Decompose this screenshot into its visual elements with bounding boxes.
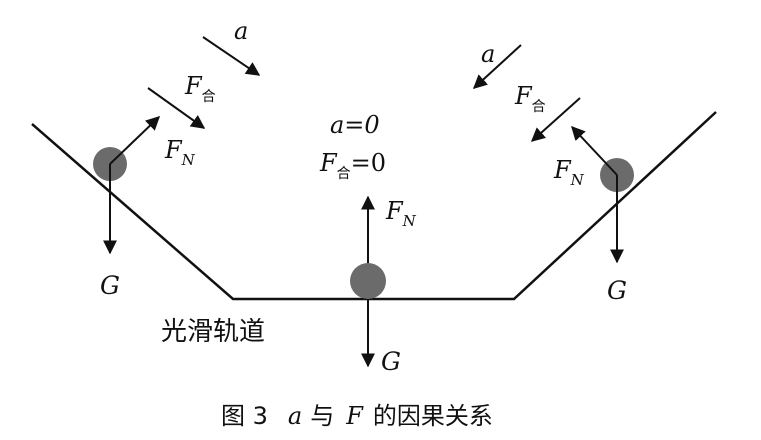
left-normal-force-arrow [109, 116, 161, 165]
middle-FN-label: FN [385, 197, 417, 230]
right-net-force-arrow [530, 97, 581, 142]
right-ball-group: a F合 FN G [472, 40, 634, 305]
middle-a-zero-label: a=0 [330, 111, 380, 139]
figure-caption: 图 3 a 与 F 的因果关系 [221, 402, 493, 430]
track-label: 光滑轨道 [161, 317, 265, 347]
right-acceleration-arrow [472, 44, 522, 89]
right-FN-label: FN [553, 156, 585, 189]
left-net-force-arrow [147, 87, 206, 129]
left-F-net-label: F合 [184, 72, 216, 105]
left-a-label: a [234, 17, 248, 45]
right-G-label: G [607, 276, 627, 305]
smooth-track [31, 111, 717, 301]
middle-ball-group: a=0 F合=0 FN G [319, 111, 417, 376]
right-normal-force-arrow [571, 125, 618, 176]
middle-F-net-zero-label: F合=0 [319, 149, 386, 182]
left-ball-group: a F合 FN G [93, 17, 261, 300]
left-acceleration-arrow [202, 36, 261, 76]
middle-G-label: G [381, 347, 401, 376]
left-G-label: G [100, 271, 120, 300]
middle-ball [350, 263, 386, 299]
right-F-net-label: F合 [514, 82, 546, 115]
right-a-label: a [481, 40, 495, 68]
left-FN-label: FN [164, 136, 196, 169]
